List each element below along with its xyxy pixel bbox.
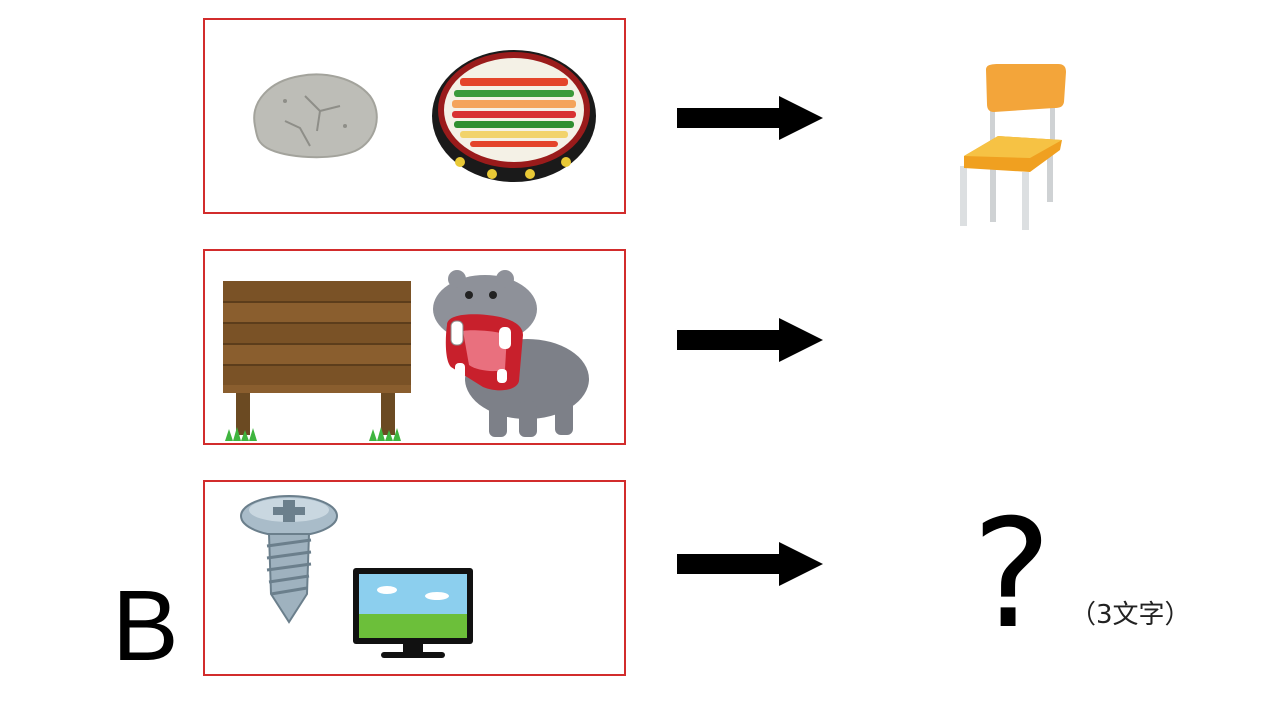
arrow-right-icon: [677, 318, 823, 362]
answer-length-hint: （3文字）: [1070, 600, 1191, 630]
tv-monitor-icon: [353, 568, 473, 658]
chair-icon: [960, 64, 1066, 230]
sushi-platter-icon: [432, 50, 596, 182]
wooden-signboard-icon: [223, 281, 411, 441]
puzzle-box-2: [203, 249, 626, 445]
arrow-right-icon: [677, 96, 823, 140]
question-mark: ?: [972, 488, 1052, 662]
puzzle-label: B: [112, 570, 179, 682]
puzzle-box-3: [203, 480, 626, 676]
rock-icon: [253, 73, 378, 159]
puzzle-box-1: [203, 18, 626, 214]
arrow-right-icon: [677, 542, 823, 586]
hippo-icon: [433, 270, 589, 437]
screw-icon: [240, 495, 338, 624]
